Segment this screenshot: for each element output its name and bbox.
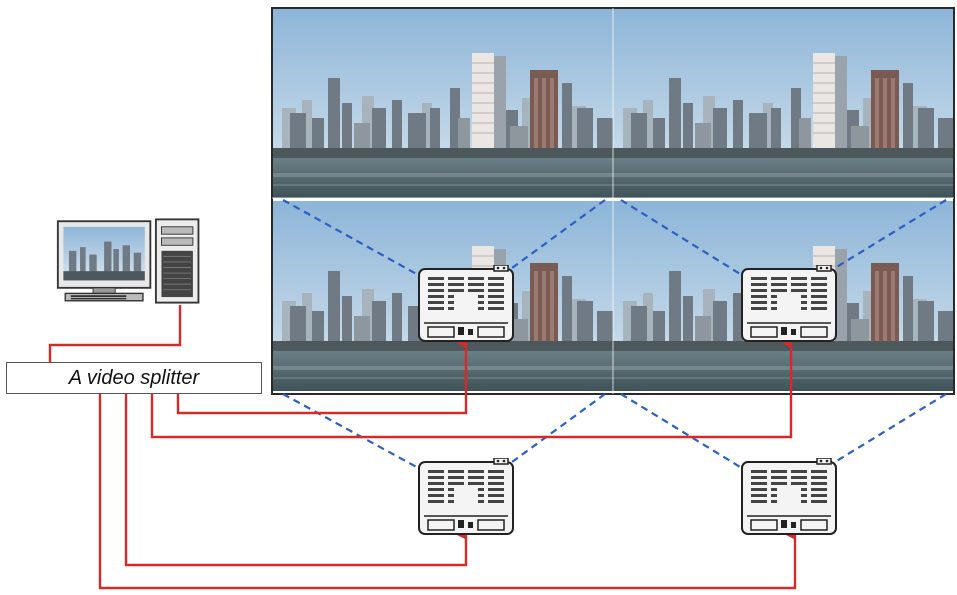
desktop-computer-icon xyxy=(56,218,200,304)
cable-computer-to-splitter xyxy=(48,305,182,362)
projector-top-right-icon xyxy=(741,265,837,342)
projector-bottom-right-icon xyxy=(741,458,837,535)
video-cables xyxy=(48,305,797,590)
wall-panel-top-left xyxy=(272,8,613,198)
cable-to-projector-bottom-right xyxy=(98,394,797,590)
projection-lines xyxy=(282,199,947,471)
cable-to-projector-top-left xyxy=(176,338,468,415)
video-splitter-label: A video splitter xyxy=(68,366,200,389)
video-wall xyxy=(271,7,955,395)
cable-to-projector-bottom-left xyxy=(124,394,468,567)
cable-to-projector-top-right xyxy=(150,338,793,439)
wall-panel-top-right xyxy=(613,8,954,198)
video-splitter-box: A video splitter xyxy=(6,362,262,394)
projector-bottom-left-icon xyxy=(418,458,514,535)
projector-top-left-icon xyxy=(418,265,514,342)
